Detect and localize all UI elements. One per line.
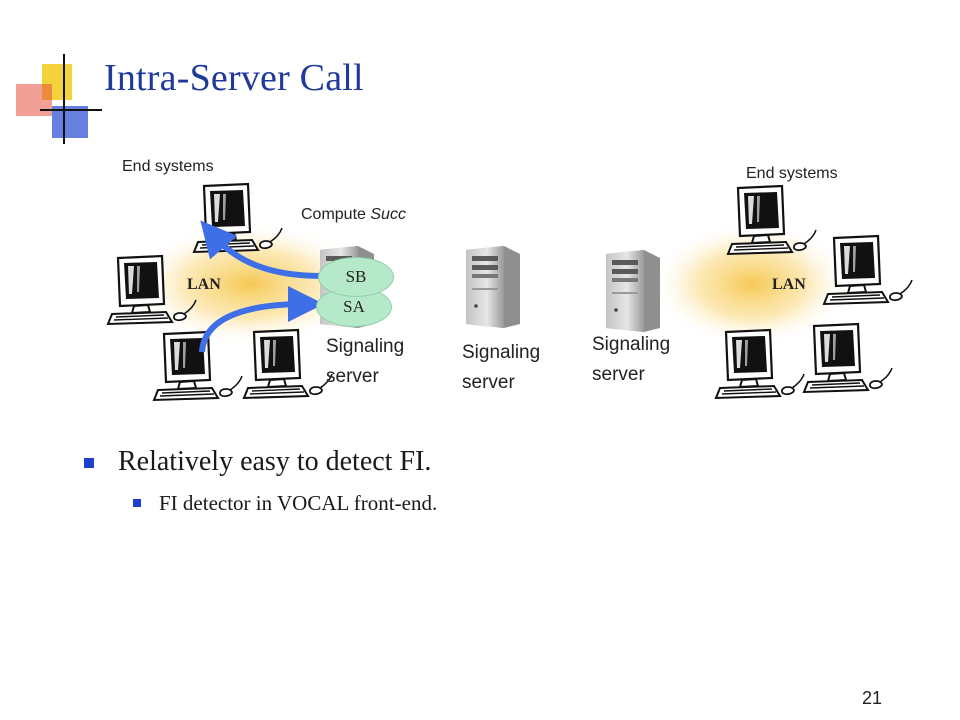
- desktop-computer-icon: [240, 328, 340, 400]
- server-label-2: Signaling server: [462, 338, 540, 398]
- deco-blue-square: [52, 106, 88, 138]
- desktop-computer-icon: [712, 328, 812, 400]
- server-label-3-line1: Signaling: [592, 334, 671, 355]
- desktop-computer-icon: [800, 322, 900, 394]
- server-label-2-line1: Signaling: [462, 342, 541, 363]
- deco-red-square: [16, 84, 52, 116]
- compute-label-italic: Succ: [370, 206, 406, 223]
- desktop-computer-icon: [104, 254, 204, 326]
- server-label-2-line2: server: [462, 372, 515, 393]
- desktop-computer-icon: [724, 184, 824, 256]
- page-number: 21: [862, 688, 883, 708]
- lan-glow-right: [652, 222, 852, 346]
- bullet-marker-level2: [133, 499, 141, 507]
- bullet-level1-text: Relatively easy to detect FI.: [118, 446, 432, 477]
- compute-succ-label: Compute Succ: [301, 206, 406, 224]
- server-label-1-line2: server: [326, 366, 379, 387]
- server-label-1: Signaling server: [326, 332, 404, 392]
- desktop-computer-icon: [820, 234, 920, 306]
- desktop-computer-icon: [150, 330, 250, 402]
- server-tower-icon: [458, 244, 528, 330]
- server-label-1-line1: Signaling: [326, 336, 405, 357]
- server-label-3-line2: server: [592, 364, 645, 385]
- end-systems-label-left: End systems: [122, 158, 214, 175]
- slide-title: Intra-Server Call: [104, 57, 364, 99]
- compute-label-prefix: Compute: [301, 206, 371, 223]
- server-label-3: Signaling server: [592, 330, 670, 390]
- desktop-computer-icon: [190, 182, 290, 254]
- title-decoration: [16, 54, 102, 144]
- end-systems-label-right: End systems: [746, 165, 838, 182]
- bullet-level2-text: FI detector in VOCAL front-end.: [159, 491, 438, 515]
- bullet-marker-level1: [84, 458, 94, 468]
- oval-sb: SB: [318, 257, 394, 297]
- lan-label-right: LAN: [772, 276, 806, 293]
- server-tower-icon: [598, 248, 668, 334]
- lan-label-left: LAN: [187, 276, 221, 293]
